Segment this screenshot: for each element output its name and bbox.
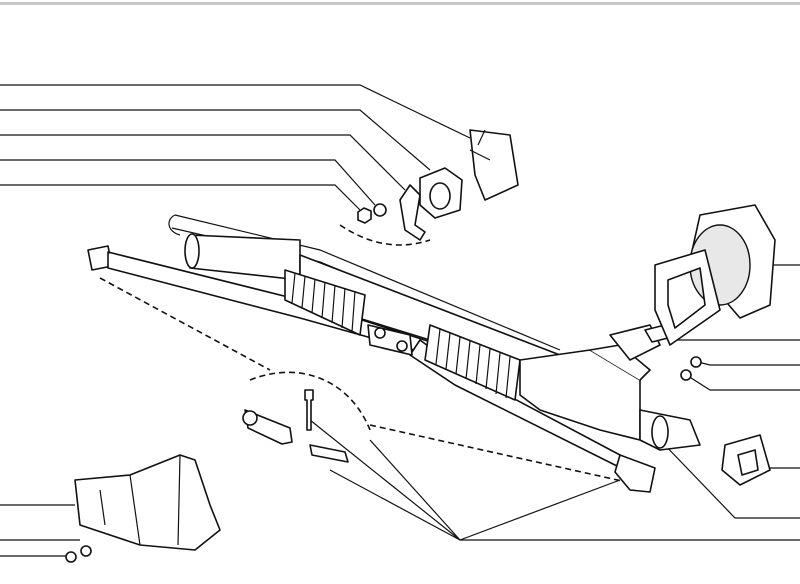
- nut-right: [680, 369, 692, 381]
- assembly-dashed-lines: [99, 224, 641, 486]
- rubber-mount: [721, 434, 771, 486]
- gasket: [654, 249, 721, 346]
- washer-right: [690, 356, 702, 368]
- tie-rod-end: [242, 409, 293, 445]
- power-cylinder: [184, 233, 301, 281]
- nut: [357, 207, 372, 224]
- bellows-left: [284, 269, 366, 336]
- stud: [309, 444, 349, 463]
- bellows-right: [424, 324, 521, 401]
- mounting-bracket: [74, 454, 221, 551]
- washer-bottom: [80, 545, 92, 557]
- washer: [373, 203, 387, 217]
- center-clamp: [367, 324, 413, 356]
- nut-bottom: [65, 551, 77, 563]
- upper-bracket: [469, 129, 519, 201]
- leader-lines-left: [0, 84, 471, 557]
- top-rule: [0, 2, 800, 5]
- clamp-strap: [399, 184, 426, 241]
- bushing: [419, 167, 463, 219]
- bolt: [304, 389, 314, 431]
